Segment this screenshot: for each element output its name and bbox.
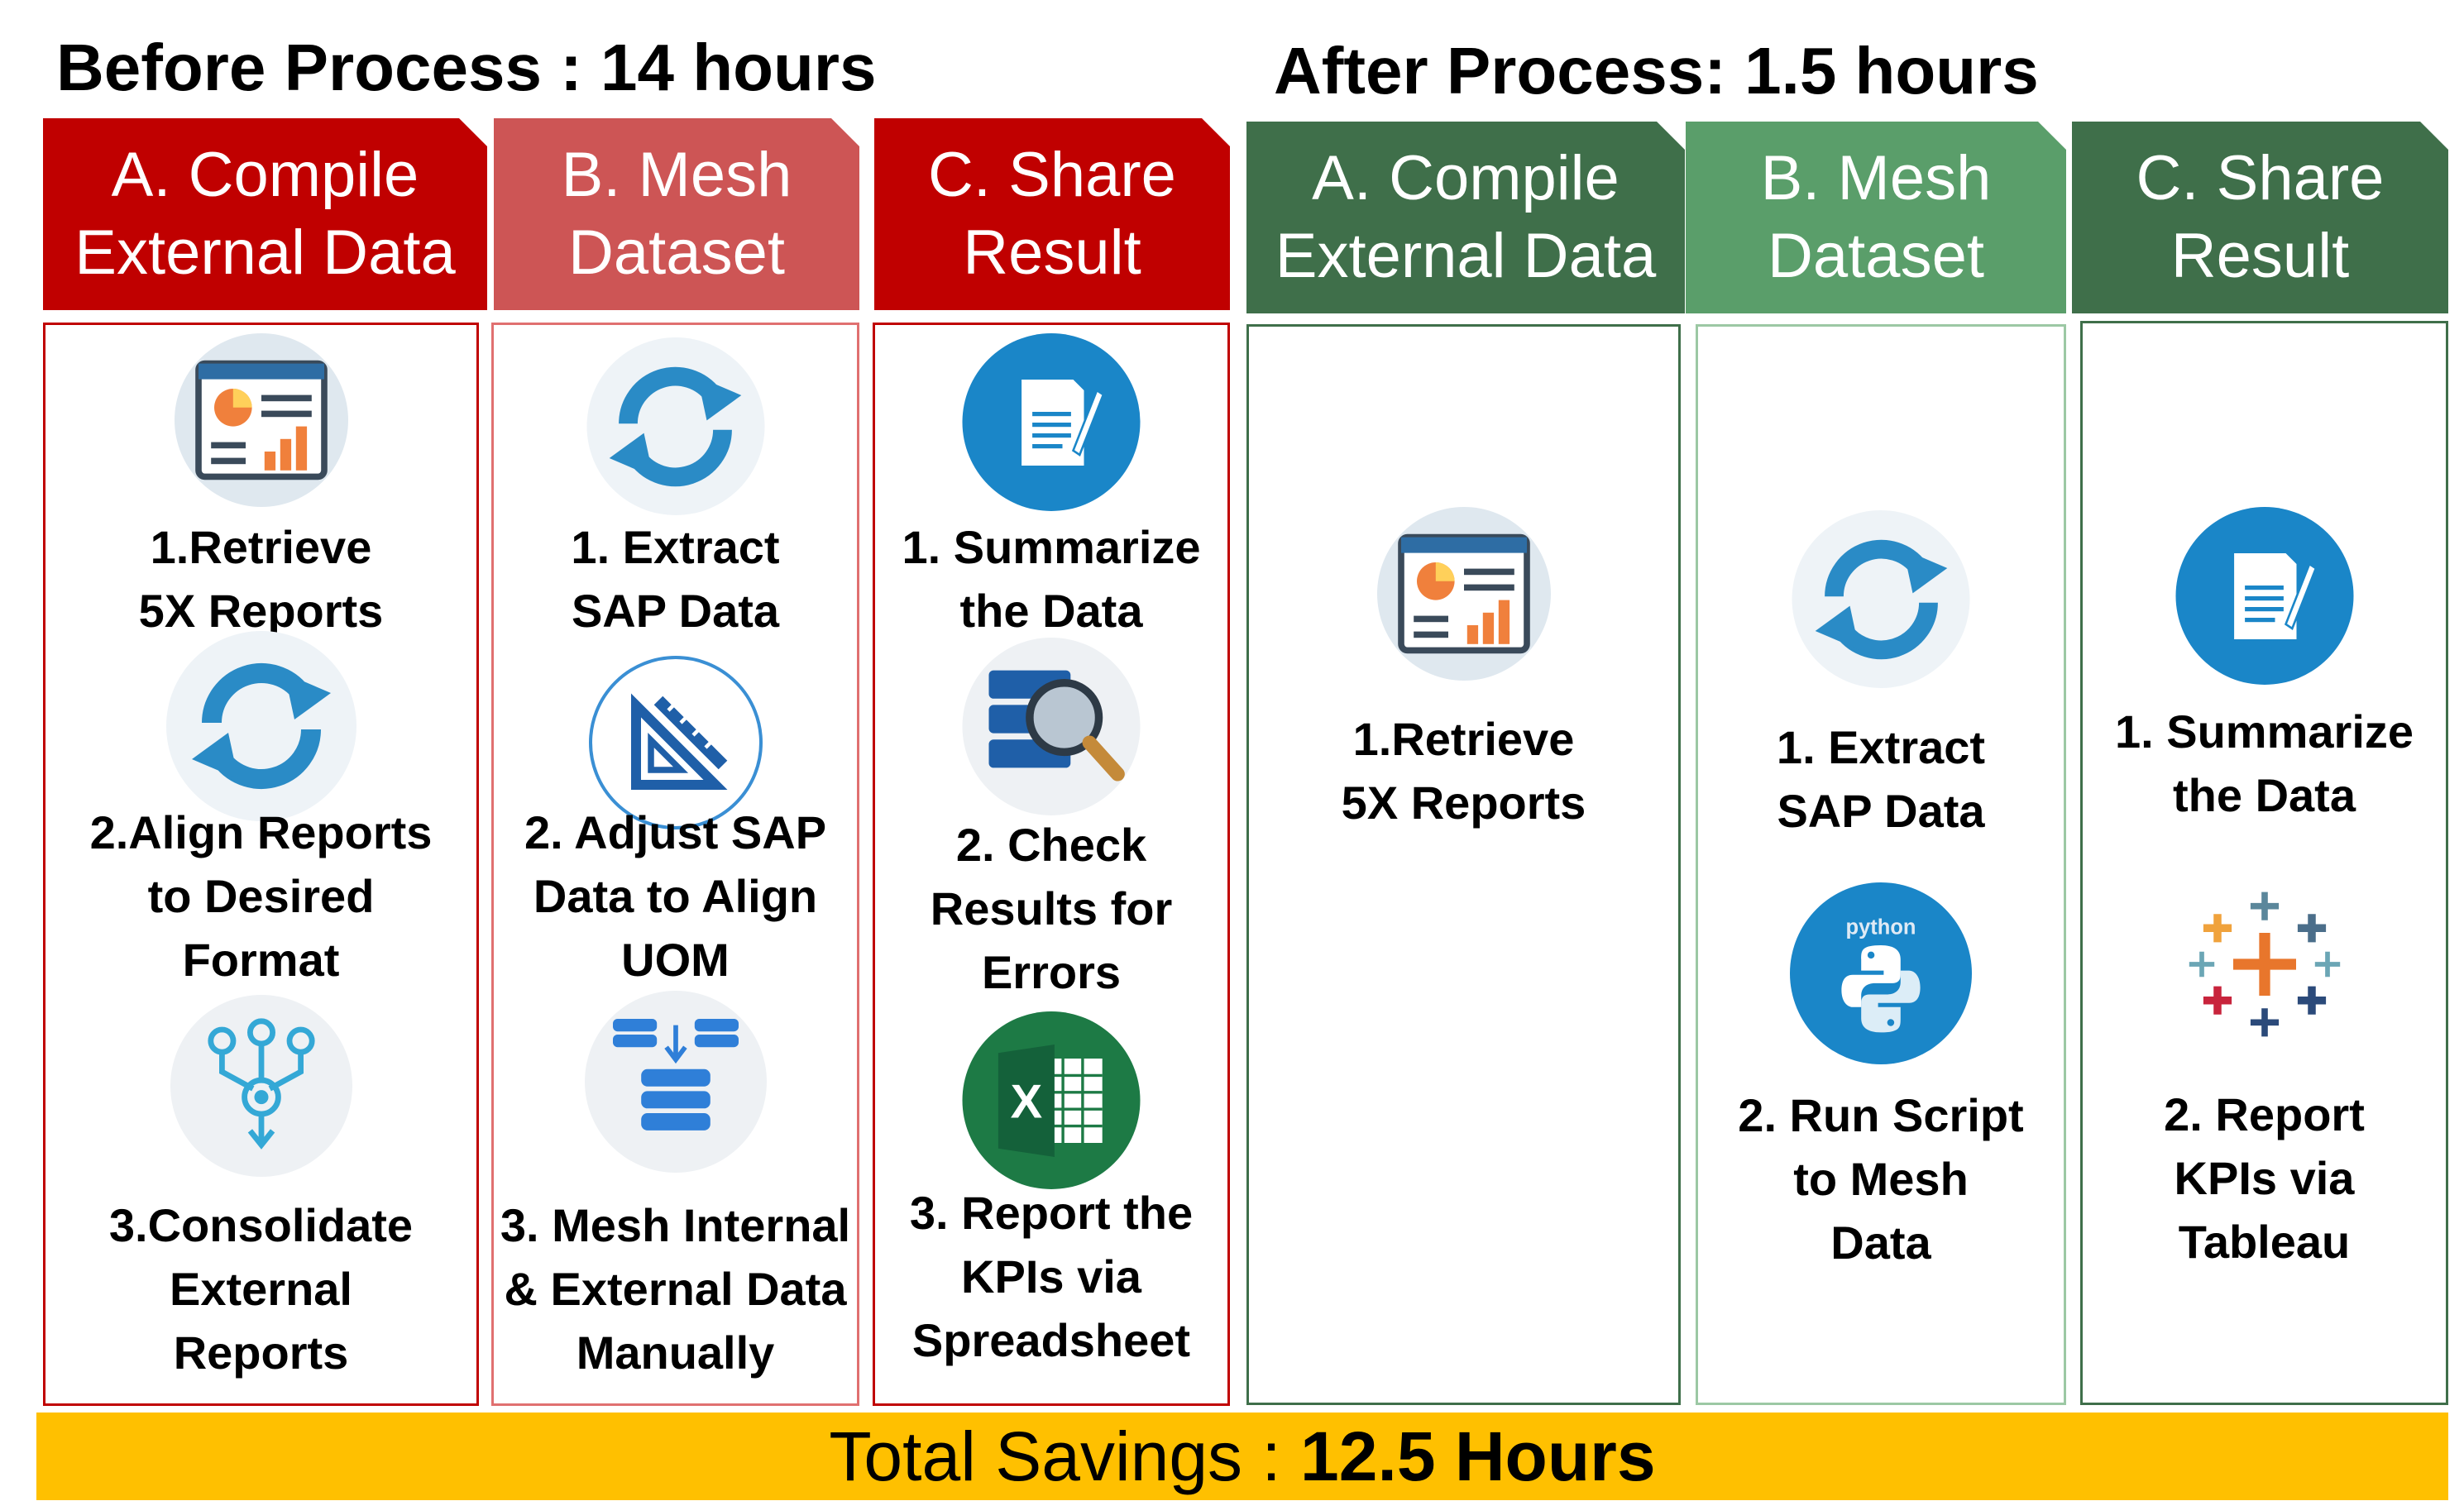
item-label: 2. Check Results for Errors	[930, 819, 1173, 998]
after-heading: After Process: 1.5 hours	[1274, 34, 2039, 108]
total-savings-value: 12.5 Hours	[1300, 1417, 1656, 1495]
tab-title-line1: B. Mesh	[1760, 143, 1992, 213]
report-chart-icon	[174, 333, 348, 507]
item-label: 2.Align Reports to Desired Format	[89, 806, 433, 986]
after-tab-compile: A. Compile External Data	[1246, 122, 1685, 313]
tab-title-line1: A. Compile	[111, 140, 419, 210]
after-column-mesh: 1. Extract SAP Data python 2. Run Script…	[1696, 324, 2066, 1405]
ruler-triangle-icon	[588, 656, 763, 829]
item-label: 2. Adjust SAP Data to Align UOM	[524, 806, 827, 986]
tab-title-line1: C. Share	[2136, 143, 2385, 213]
item-label: 1. Extract SAP Data	[1776, 721, 1986, 837]
tab-title-line1: A. Compile	[1312, 143, 1620, 213]
tab-title-line2: External Data	[74, 218, 456, 288]
before-column-mesh: 1. Extract SAP Data 2. Adjust SAP Data t…	[491, 323, 859, 1406]
after-tab-share: C. Share Result	[2072, 122, 2448, 313]
tab-title-line1: B. Mesh	[561, 140, 792, 210]
tab-title-line1: C. Share	[928, 140, 1176, 210]
excel-icon: X	[962, 1011, 1141, 1189]
total-savings-banner: Total Savings : 12.5 Hours	[36, 1413, 2448, 1500]
item-label: 1. Extract SAP Data	[571, 521, 780, 637]
after-column-share: 1. Summarize the Data 2. Report KPIs via…	[2080, 321, 2448, 1405]
server-magnifier-icon	[962, 638, 1141, 815]
refresh-arrows-icon	[586, 337, 764, 515]
total-savings-prefix: Total Savings :	[829, 1417, 1301, 1495]
item-label: 1. Summarize the Data	[902, 521, 1201, 637]
before-tab-compile: A. Compile External Data	[43, 118, 487, 310]
item-label: 1.Retrieve 5X Reports	[138, 521, 384, 637]
consolidate-flow-icon	[170, 995, 352, 1177]
report-chart-icon	[1376, 507, 1551, 681]
item-label: 3. Mesh Internal & External Data Manuall…	[500, 1199, 851, 1379]
tab-title-line2: Dataset	[568, 218, 785, 288]
before-column-compile: 1.Retrieve 5X Reports 2.Align Reports to…	[43, 323, 479, 1406]
before-heading: Before Process : 14 hours	[56, 31, 877, 104]
document-pen-icon	[962, 333, 1141, 511]
document-pen-icon	[2175, 507, 2353, 685]
tab-title-line2: Result	[2170, 221, 2350, 291]
item-label: 2. Report KPIs via Tableau	[2164, 1088, 2365, 1268]
after-column-compile: 1.Retrieve 5X Reports	[1246, 324, 1681, 1405]
item-label: 1. Summarize the Data	[2114, 705, 2414, 821]
refresh-arrows-icon	[1792, 510, 1970, 688]
item-label: 1.Retrieve 5X Reports	[1341, 713, 1586, 829]
after-tab-mesh: B. Mesh Dataset	[1686, 122, 2066, 313]
before-tab-share: C. Share Result	[874, 118, 1230, 310]
item-label: 2. Run Script to Mesh Data	[1738, 1089, 2024, 1269]
python-icon: python	[1790, 882, 1972, 1064]
item-label: 3. Report the KPIs via Spreadsheet	[909, 1187, 1194, 1366]
item-label: 3.Consolidate External Reports	[108, 1199, 414, 1379]
tab-title-line2: External Data	[1275, 221, 1657, 291]
tab-title-line2: Result	[963, 218, 1141, 288]
python-word: python	[1846, 915, 1916, 939]
refresh-arrows-icon	[165, 631, 356, 821]
before-column-share: 1. Summarize the Data 2. Check Results f…	[873, 323, 1230, 1406]
tab-title-line2: Dataset	[1768, 221, 1984, 291]
excel-letter: X	[1010, 1075, 1042, 1128]
before-tab-mesh: B. Mesh Dataset	[494, 118, 859, 310]
tableau-icon	[2170, 886, 2360, 1043]
database-merge-icon	[584, 991, 767, 1173]
